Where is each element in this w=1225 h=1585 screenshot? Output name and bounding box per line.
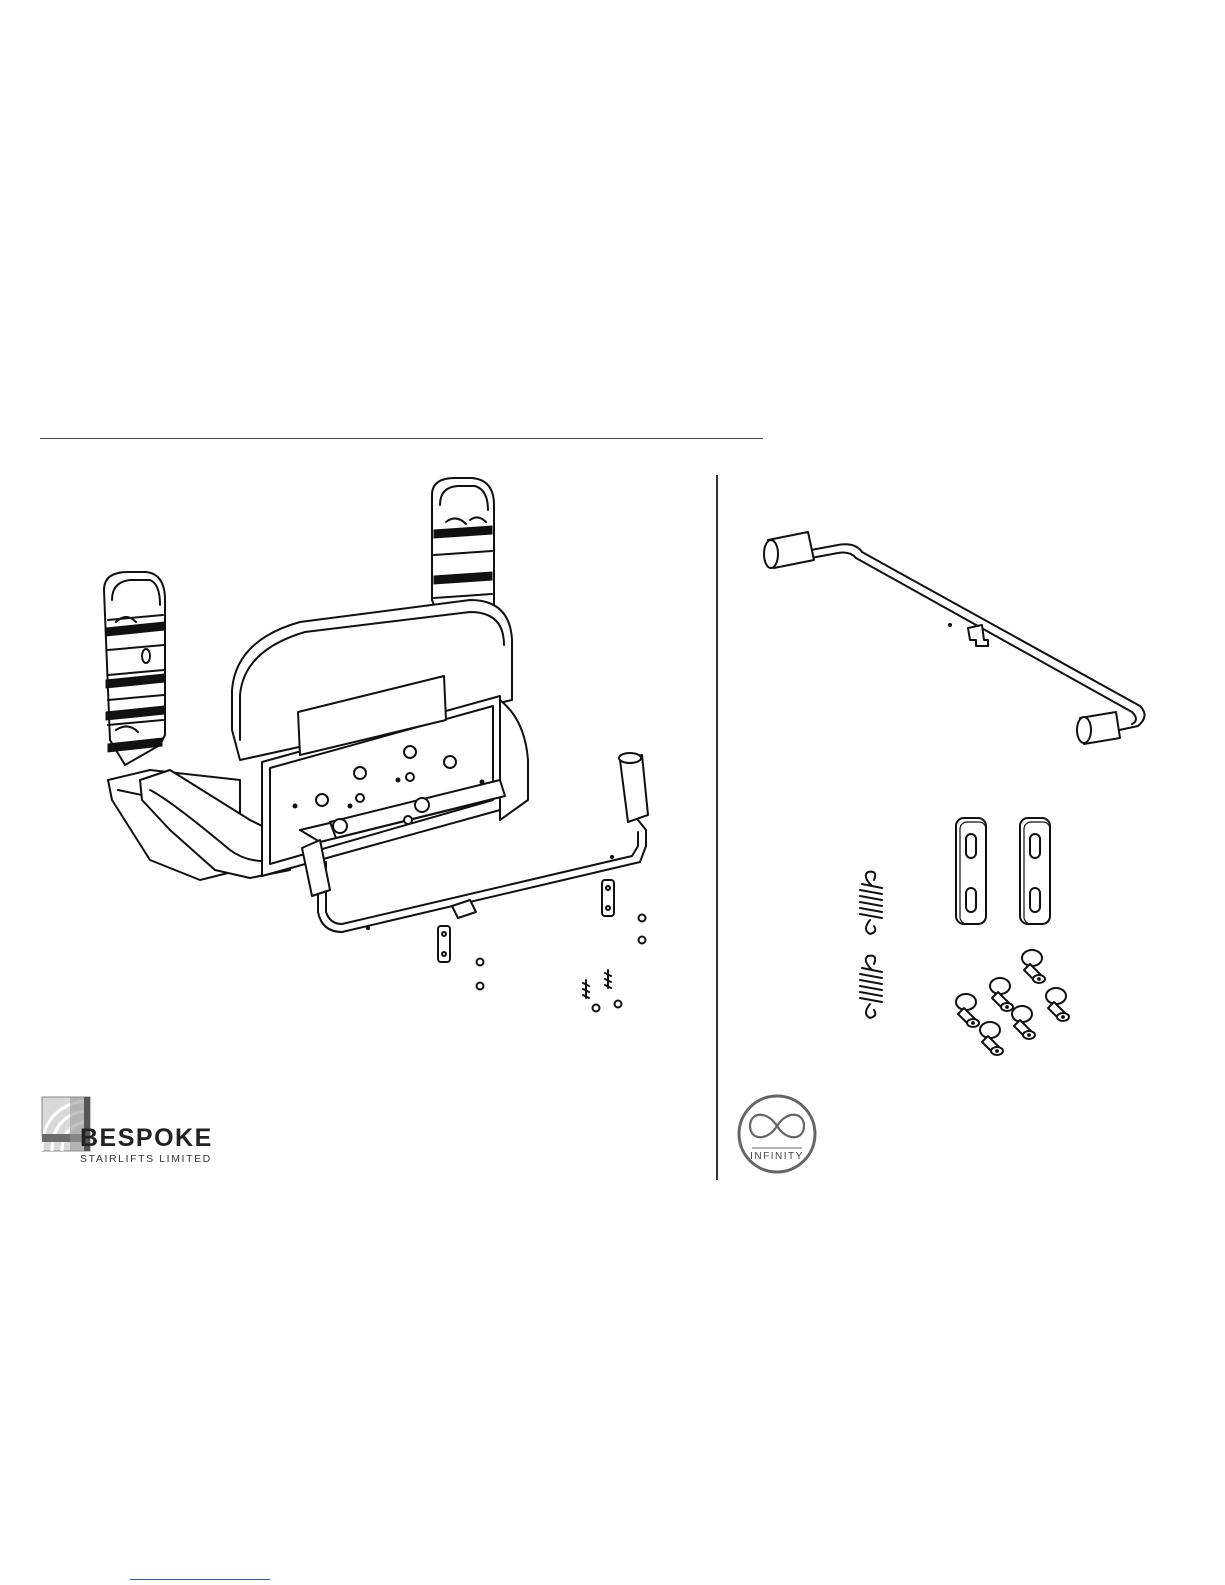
infinity-logo: INFINITY: [739, 1096, 815, 1172]
right-armrest: [432, 478, 494, 620]
seat-assembly-diagram: BESPOKE STAIRLIFTS LIMITED: [0, 0, 720, 1100]
footer-link-underline: [130, 1579, 270, 1580]
footrest-bar-part: [764, 532, 1145, 744]
parts-diagram: INFINITY: [720, 0, 1225, 1200]
bolts: [956, 950, 1069, 1055]
left-armrest: [104, 572, 165, 765]
bracket-plates: [956, 818, 1050, 924]
bespoke-logo: BESPOKE STAIRLIFTS LIMITED: [42, 1097, 213, 1165]
bespoke-logo-subtitle: STAIRLIFTS LIMITED: [80, 1153, 212, 1165]
infinity-logo-name: INFINITY: [750, 1151, 804, 1162]
tension-springs: [860, 872, 882, 1018]
bespoke-logo-name: BESPOKE: [80, 1124, 213, 1152]
